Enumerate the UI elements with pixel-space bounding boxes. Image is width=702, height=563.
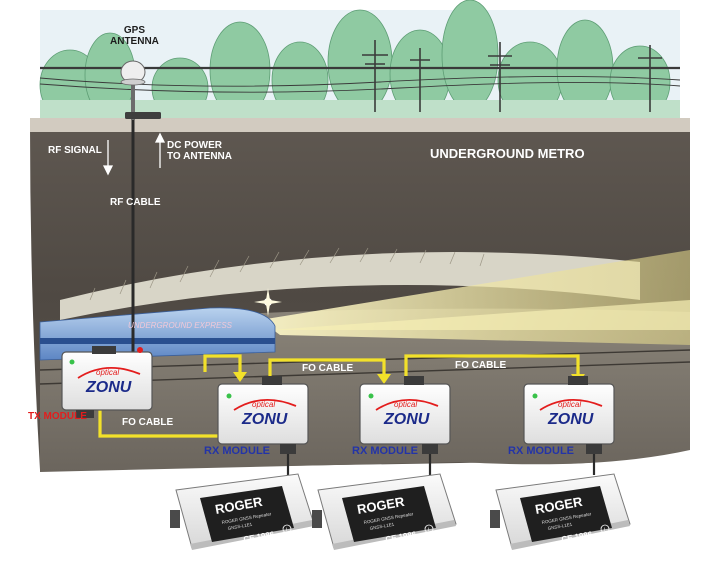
svg-text:ZONU: ZONU: [547, 411, 594, 428]
roger-repeater-1: ROGER ROGER GNSS Repeater GNSS-L1E1 CE 1…: [170, 473, 315, 550]
status-led: [532, 393, 538, 399]
utility-poles: [39, 40, 681, 112]
svg-text:optical: optical: [394, 400, 417, 409]
rx-module-3: [523, 376, 615, 454]
info-icon: [282, 524, 292, 534]
svg-text:i: i: [604, 527, 605, 533]
rf-cable-label: RF CABLE: [110, 197, 161, 208]
rx-module-label-1: RX MODULE: [204, 445, 270, 457]
fo-cable-label-3: FO CABLE: [455, 360, 507, 371]
optical-zonu-logo: optical ZONU: [375, 398, 439, 428]
underground-metro-label: UNDERGROUND METRO: [430, 146, 585, 161]
rf-signal-arrow-icon: [102, 140, 114, 176]
tunnel-arch: [60, 247, 690, 345]
ground-strip: [40, 100, 680, 120]
info-icon: [424, 524, 434, 534]
roger-repeater-3: ROGER ROGER GNSS Repeater GNSS-L1E1 CE 1…: [490, 473, 631, 550]
fo-cable-label-1: FO CABLE: [122, 417, 174, 428]
fo-cables: [98, 354, 580, 438]
rx-module-2: [359, 376, 451, 454]
rx-module-label-3: RX MODULE: [508, 445, 574, 457]
svg-text:GNSS-L1E1: GNSS-L1E1: [369, 522, 395, 531]
status-led: [69, 359, 75, 365]
gps-antenna: [120, 60, 161, 120]
rf-signal-label: RF SIGNAL: [48, 145, 102, 156]
fo-cable-label-2: FO CABLE: [302, 363, 354, 374]
svg-text:GNSS-L1E1: GNSS-L1E1: [227, 522, 253, 531]
svg-text:optical: optical: [252, 400, 275, 409]
tx-module: [61, 346, 153, 418]
tx-module-label: TX MODULE: [28, 411, 87, 422]
svg-text:i: i: [286, 527, 287, 533]
svg-text:optical: optical: [96, 368, 119, 377]
svg-text:ZONU: ZONU: [241, 411, 288, 428]
rx-module-label-2: RX MODULE: [352, 445, 418, 457]
train-name-label: UNDERGROUND EXPRESS: [128, 321, 233, 330]
svg-text:ZONU: ZONU: [383, 411, 430, 428]
svg-text:optical: optical: [558, 400, 581, 409]
optical-zonu-logo: optical ZONU: [233, 398, 297, 428]
optical-zonu-logo: optical ZONU: [539, 398, 603, 428]
rx-module-1: [217, 376, 309, 454]
optical-zonu-logo: optical ZONU: [77, 366, 141, 396]
status-led: [226, 393, 232, 399]
roger-repeater-2: ROGER ROGER GNSS Repeater GNSS-L1E1 CE 1…: [312, 473, 457, 550]
svg-text:ZONU: ZONU: [85, 379, 132, 396]
gps-antenna-label: GPS ANTENNA: [110, 25, 159, 47]
tunnel-ceiling-band: [30, 118, 690, 132]
dc-power-arrow-icon: [154, 132, 166, 168]
status-led: [368, 393, 374, 399]
svg-text:GNSS-L1E1: GNSS-L1E1: [547, 522, 573, 531]
svg-text:i: i: [428, 527, 429, 533]
coax-cables: [286, 454, 596, 475]
dc-power-label: DC POWER TO ANTENNA: [167, 140, 232, 162]
info-icon: [600, 524, 610, 534]
